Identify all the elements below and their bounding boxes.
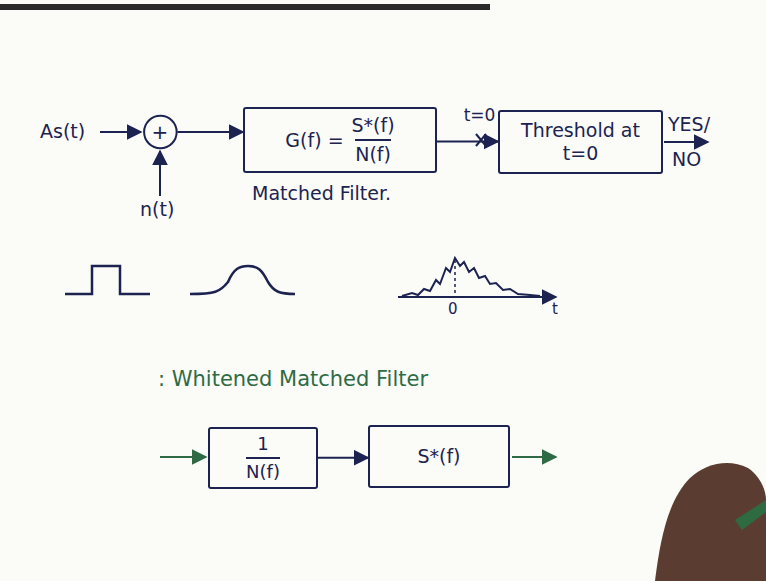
axis-name: t	[552, 300, 558, 318]
top-edge-bar	[0, 4, 490, 10]
sampling-switch	[476, 134, 486, 146]
threshold-box: Threshold at t=0	[498, 110, 663, 174]
signal-name: As(t)	[40, 120, 85, 143]
node-text: G(f) =	[285, 129, 343, 152]
whitening-filter-box: 1N(f)	[208, 427, 318, 488]
node-text: +	[152, 120, 169, 144]
decision-output: YES/	[668, 113, 710, 136]
output-wire	[664, 141, 708, 143]
node-text: N(f)	[355, 139, 391, 166]
signal-connector	[177, 131, 243, 133]
node-content: G(f) = S*(f)N(f)	[285, 114, 394, 166]
conjugate-filter-box: S*(f)	[368, 425, 510, 488]
circle-outline	[144, 116, 177, 149]
section-heading: : Whitened Matched Filter	[158, 367, 428, 392]
rect-pulse	[65, 266, 150, 294]
node-text: Threshold at t=0	[521, 119, 641, 165]
input-wire	[100, 131, 141, 133]
node-text: S*(f)	[352, 114, 395, 137]
node-content: 1N(f)	[246, 433, 280, 482]
peak-marker	[454, 260, 456, 295]
signal-name: n(t)	[140, 198, 174, 221]
signal-connector	[437, 141, 498, 143]
time-axis	[398, 296, 556, 298]
noisy-output	[402, 258, 540, 296]
node-text: N(f)	[246, 457, 280, 483]
whitened-output-wire	[512, 456, 556, 458]
signal-connector	[318, 457, 368, 459]
decision-output: NO	[672, 148, 701, 171]
node-text: 1	[257, 433, 268, 455]
matched-filter-box: G(f) = S*(f)N(f)	[243, 107, 437, 173]
node-text: S*(f)	[417, 445, 460, 468]
sample-time: t=0	[462, 105, 498, 125]
adder-circle: +	[143, 114, 178, 150]
fraction: S*(f)N(f)	[352, 114, 395, 166]
node-content: Threshold at t=0	[521, 119, 641, 165]
node-content: S*(f)	[417, 445, 460, 468]
node-content: +	[152, 120, 169, 144]
noise-wire	[159, 151, 161, 196]
axis-origin: 0	[448, 300, 458, 318]
presenter-hand	[655, 463, 766, 581]
fraction: 1N(f)	[246, 433, 280, 482]
block-caption: Matched Filter.	[252, 182, 391, 205]
pencil	[735, 500, 766, 530]
whitened-input-wire	[160, 456, 206, 458]
smooth-pulse	[190, 266, 295, 294]
